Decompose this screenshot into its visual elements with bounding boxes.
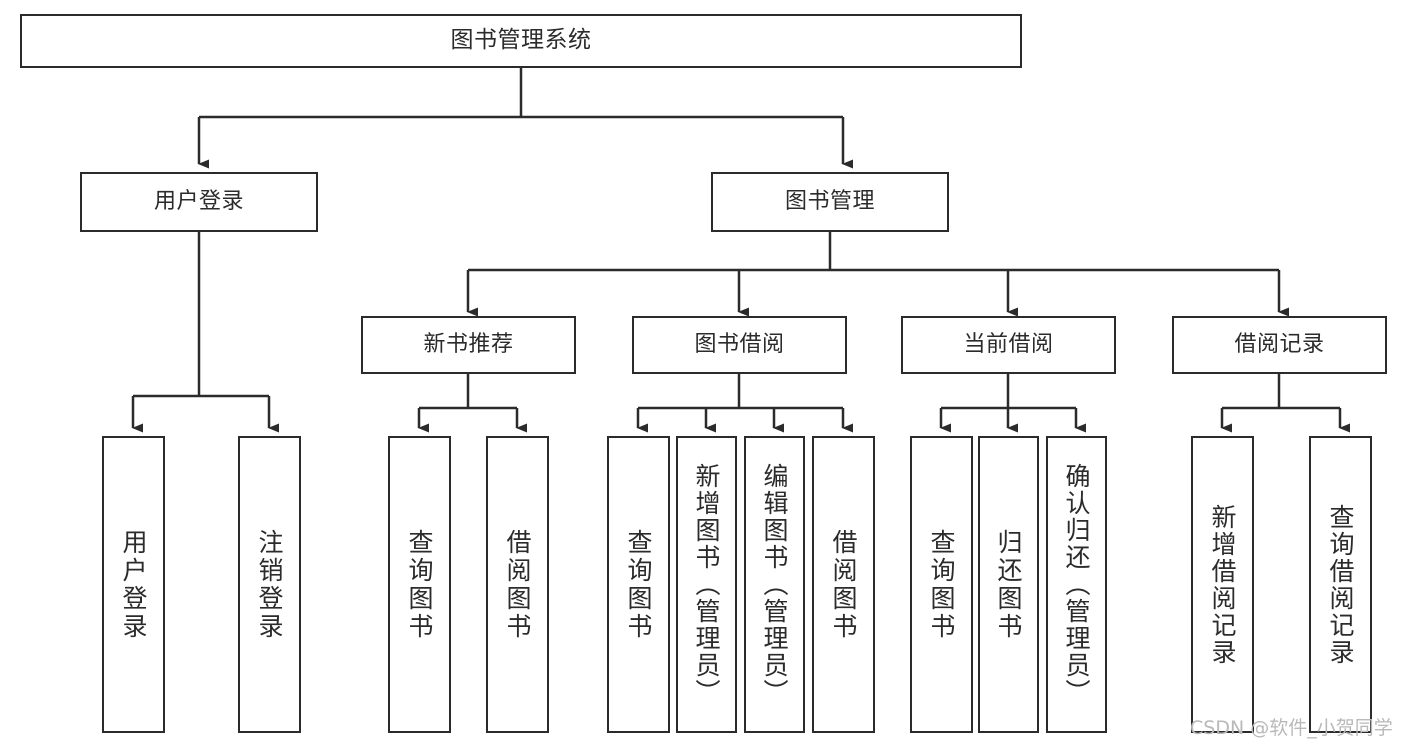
- node-label: 新增图书（管理员）: [692, 463, 721, 706]
- node-label: 查询图书: [405, 528, 434, 641]
- node-label: 注销登录: [255, 528, 284, 641]
- node-book-borrow[interactable]: 图书借阅: [632, 316, 847, 374]
- node-label: 借阅图书: [829, 528, 858, 641]
- node-current-borrow[interactable]: 当前借阅: [901, 316, 1116, 374]
- node-label: 归还图书: [994, 528, 1023, 641]
- node-label: 借阅记录: [1234, 331, 1325, 357]
- node-label: 查询图书: [624, 528, 653, 641]
- node-label: 图书借阅: [694, 331, 785, 357]
- node-leaf-edit-book-admin[interactable]: 编辑图书（管理员）: [744, 436, 805, 733]
- csdn-watermark: CSDN @软件_小贺同学: [1190, 717, 1393, 739]
- node-book-management[interactable]: 图书管理: [711, 172, 949, 232]
- node-label: 新书推荐: [423, 331, 514, 357]
- node-label: 新增借阅记录: [1208, 503, 1237, 666]
- node-leaf-user-login[interactable]: 用户登录: [102, 436, 165, 733]
- node-label: 编辑图书（管理员）: [760, 463, 789, 706]
- node-label: 图书管理系统: [450, 27, 592, 54]
- node-new-book-recommend[interactable]: 新书推荐: [361, 316, 576, 374]
- node-label: 当前借阅: [963, 331, 1054, 357]
- node-label: 确认归还（管理员）: [1062, 463, 1091, 706]
- node-leaf-confirm-return-admin[interactable]: 确认归还（管理员）: [1046, 436, 1107, 733]
- node-borrow-records[interactable]: 借阅记录: [1172, 316, 1387, 374]
- node-root-book-management-system[interactable]: 图书管理系统: [20, 14, 1022, 68]
- node-label: 查询图书: [927, 528, 956, 641]
- node-leaf-logout[interactable]: 注销登录: [238, 436, 301, 733]
- node-label: 借阅图书: [503, 528, 532, 641]
- node-leaf-query-book-recommend[interactable]: 查询图书: [388, 436, 451, 733]
- node-leaf-return-book[interactable]: 归还图书: [978, 436, 1039, 733]
- node-label: 用户登录: [119, 528, 148, 641]
- node-leaf-add-borrow-record[interactable]: 新增借阅记录: [1191, 436, 1254, 733]
- node-leaf-query-book-current[interactable]: 查询图书: [910, 436, 973, 733]
- node-leaf-add-book-admin[interactable]: 新增图书（管理员）: [676, 436, 737, 733]
- node-label: 图书管理: [784, 188, 875, 214]
- node-label: 查询借阅记录: [1326, 503, 1355, 666]
- node-leaf-borrow-book-recommend[interactable]: 借阅图书: [486, 436, 549, 733]
- node-leaf-query-borrow-record[interactable]: 查询借阅记录: [1309, 436, 1372, 733]
- node-leaf-borrow-book[interactable]: 借阅图书: [812, 436, 875, 733]
- node-label: 用户登录: [153, 188, 244, 214]
- node-leaf-query-book-borrow[interactable]: 查询图书: [607, 436, 670, 733]
- node-user-login[interactable]: 用户登录: [80, 172, 318, 232]
